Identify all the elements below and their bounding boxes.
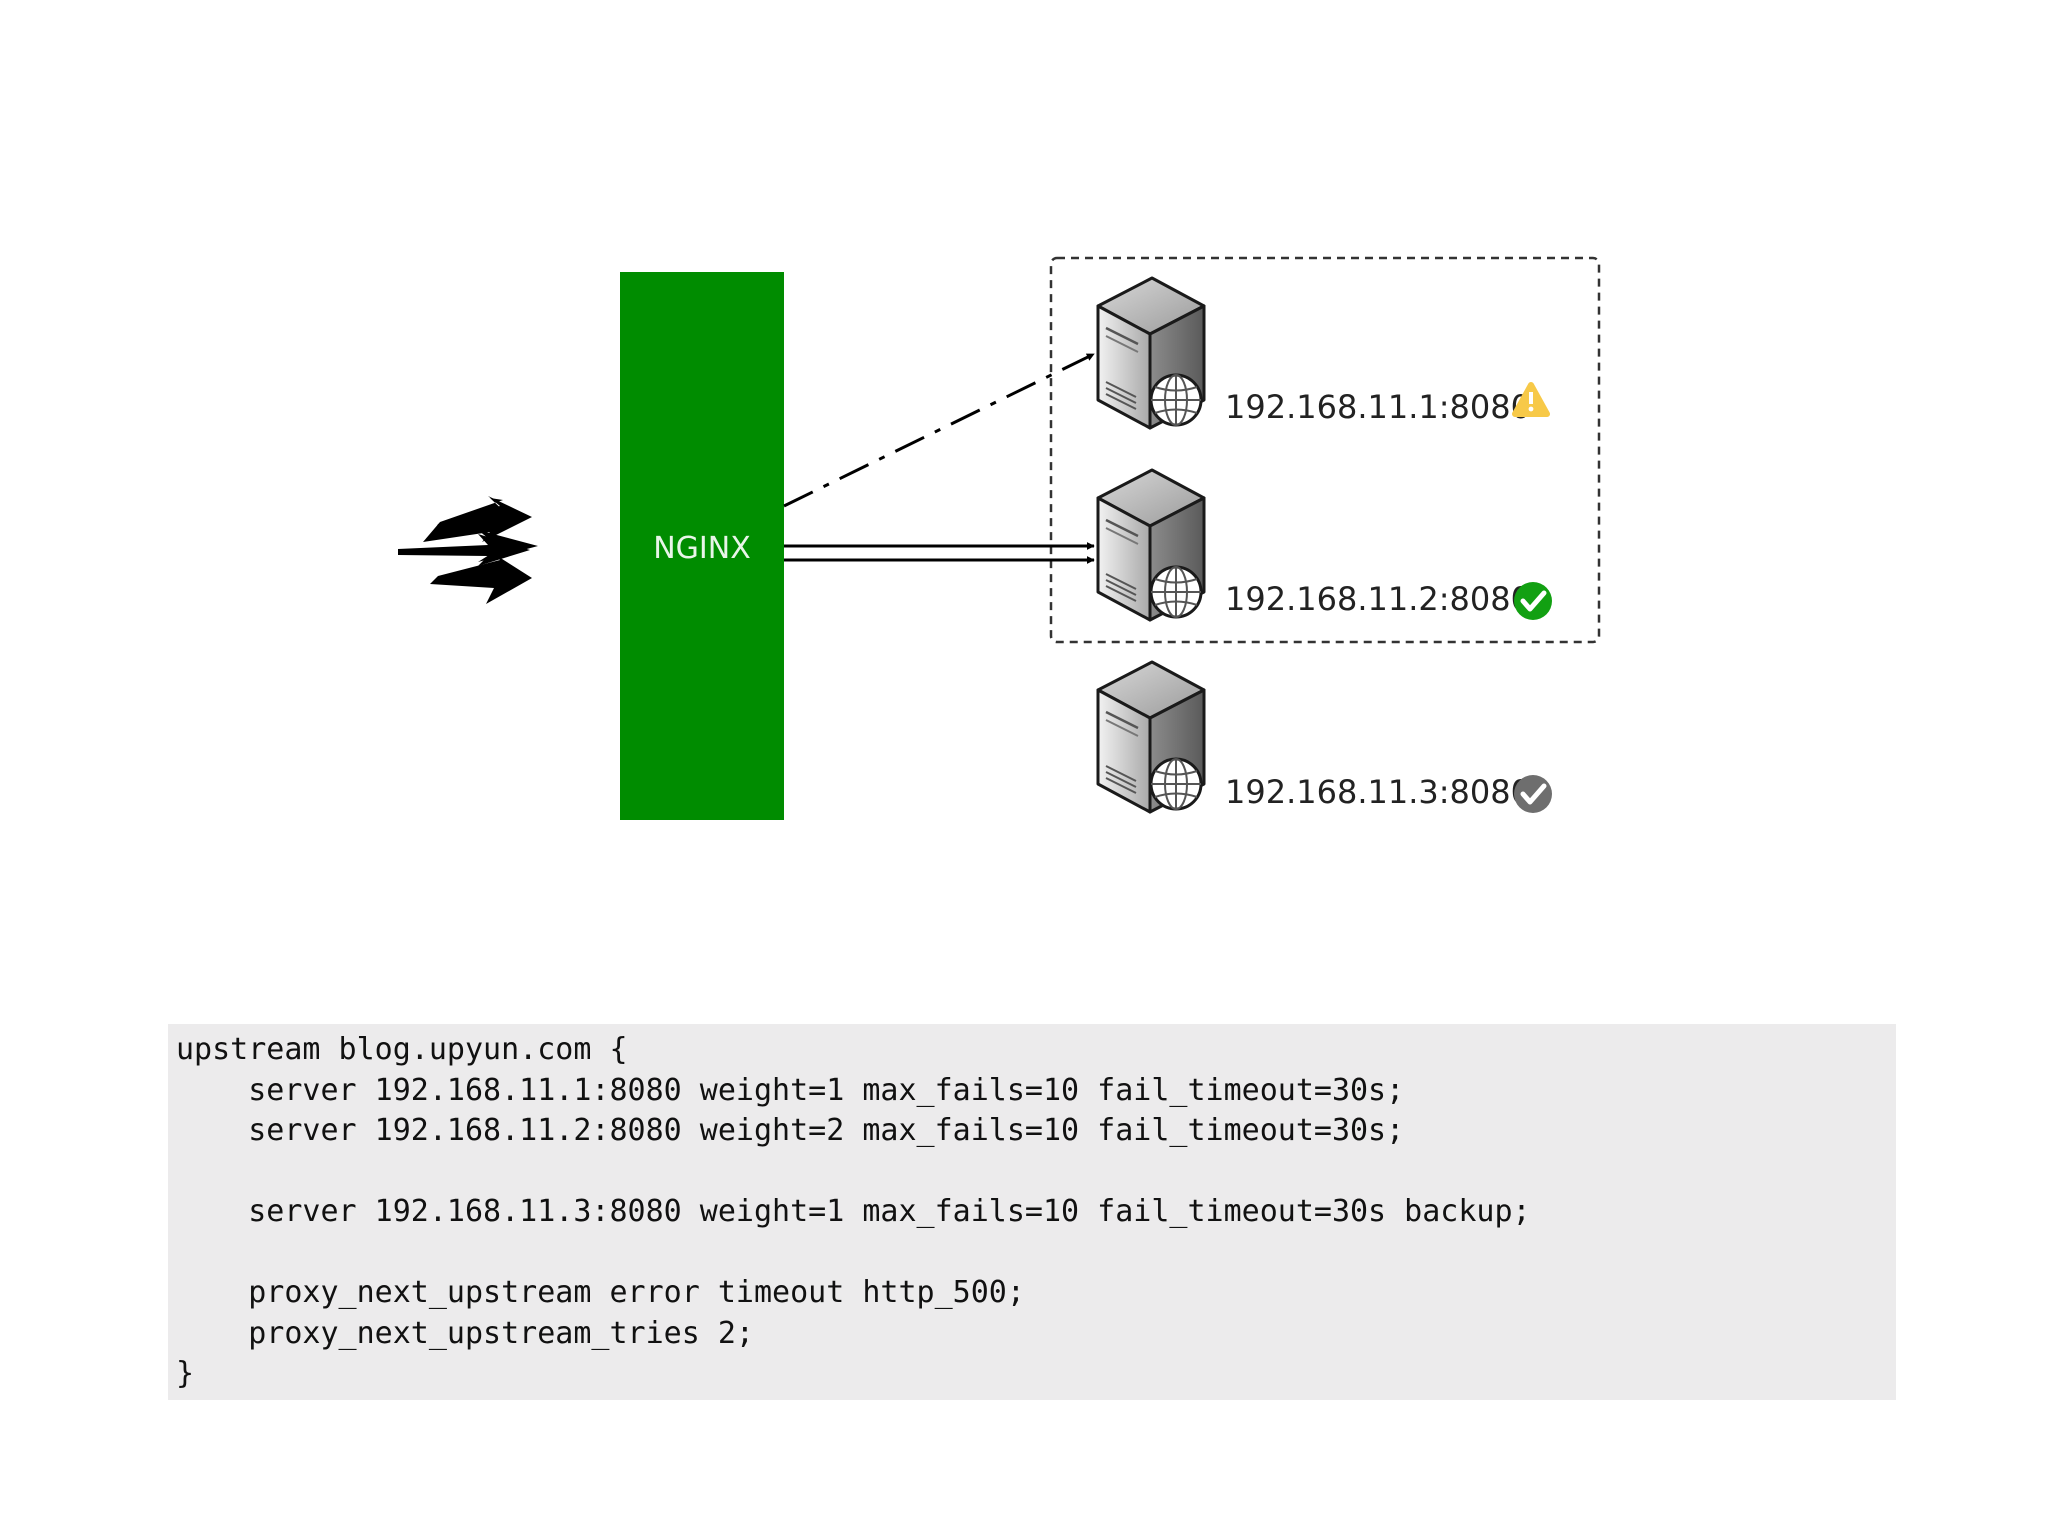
server-3: 192.168.11.3:8080 bbox=[1096, 660, 1552, 814]
upstream-config-code: upstream blog.upyun.com { server 192.168… bbox=[168, 1024, 1896, 1400]
code-line: } bbox=[176, 1356, 195, 1391]
code-line: server 192.168.11.2:8080 weight=2 max_fa… bbox=[176, 1113, 1405, 1148]
check-circle-icon bbox=[1514, 582, 1552, 620]
code-line: server 192.168.11.1:8080 weight=1 max_fa… bbox=[176, 1072, 1405, 1108]
server-icon bbox=[1096, 660, 1206, 814]
load-balancing-diagram: NGINX 192.168.11.1:8080 192.168.11.2:808… bbox=[398, 256, 1601, 820]
server-icon bbox=[1096, 276, 1206, 430]
server-icon bbox=[1096, 468, 1206, 622]
server-address: 192.168.11.1:8080 bbox=[1225, 388, 1531, 426]
connection-server-1 bbox=[783, 352, 1095, 508]
server-2: 192.168.11.2:8080 bbox=[1096, 468, 1552, 622]
check-circle-icon bbox=[1514, 775, 1552, 813]
code-line: server 192.168.11.3:8080 weight=1 max_fa… bbox=[176, 1194, 1531, 1229]
warning-triangle-icon bbox=[1512, 382, 1550, 417]
code-line: upstream blog.upyun.com { bbox=[176, 1032, 628, 1067]
code-line: proxy_next_upstream_tries 2; bbox=[176, 1315, 754, 1351]
server-1: 192.168.11.1:8080 bbox=[1096, 276, 1550, 430]
nginx-block bbox=[620, 272, 784, 820]
code-line bbox=[176, 1152, 1896, 1193]
code-line bbox=[176, 1233, 1896, 1274]
server-address: 192.168.11.3:8080 bbox=[1225, 773, 1531, 811]
code-line: proxy_next_upstream error timeout http_5… bbox=[176, 1275, 1025, 1310]
incoming-requests-icon bbox=[398, 496, 538, 604]
nginx-label: NGINX bbox=[653, 531, 751, 566]
server-address: 192.168.11.2:8080 bbox=[1225, 580, 1531, 618]
active-server-group-border bbox=[1049, 256, 1601, 644]
